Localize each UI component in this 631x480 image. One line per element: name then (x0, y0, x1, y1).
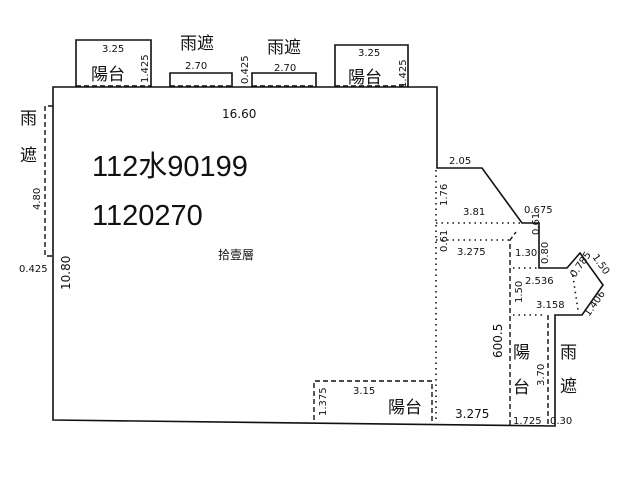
dim-label: 1.725 (513, 416, 542, 427)
dim-label: 0.785 (568, 250, 593, 280)
dim-label: 10.80 (59, 256, 73, 290)
dim-label: 3.275 (457, 247, 486, 258)
dim-label: 3.81 (463, 207, 485, 218)
balcony-right (509, 231, 517, 425)
dim-label: 2.70 (185, 61, 207, 72)
dim-label: 1.50 (590, 252, 612, 277)
balcony-label-1: 陽 (513, 343, 530, 363)
rain-shelter-label: 遮 (20, 146, 37, 166)
dim-label: 600.5 (491, 324, 505, 358)
floor-label: 拾壹層 (218, 247, 254, 262)
dim-label: 0.425 (19, 264, 48, 275)
dim-label: 1.425 (398, 59, 409, 88)
rain-shelter-label: 雨遮 (267, 38, 301, 58)
dim-label: 2.70 (274, 63, 296, 74)
dim-label: 0.675 (524, 205, 553, 216)
dim-label: 0.30 (550, 416, 572, 427)
dim-label: 0.61 (439, 230, 450, 252)
dim-label: 0.80 (540, 242, 551, 264)
dim-label: 1.76 (439, 184, 450, 206)
rain-shelter-top-2 (251, 72, 317, 87)
balcony-bottom (313, 380, 433, 421)
dim-label: 0.425 (240, 55, 251, 84)
rain-shelter-label: 雨 (560, 343, 577, 363)
rain-shelter-label: 雨 (20, 109, 37, 129)
dim-label: 4.80 (32, 188, 43, 210)
balcony-label: 陽台 (91, 65, 125, 85)
dim-label: 1.50 (514, 281, 525, 303)
dim-label: 3.25 (358, 48, 380, 59)
balcony-top-right (334, 44, 409, 87)
balcony-label: 陽台 (348, 68, 382, 88)
permit-number: 112水90199 (92, 150, 248, 183)
dim-label: 1.425 (140, 54, 151, 83)
dim-label: 0.61 (531, 213, 542, 235)
dim-label: 2.536 (525, 276, 554, 287)
dim-label: 3.70 (536, 364, 547, 386)
rain-shelter-top-1 (169, 72, 233, 87)
dim-label: 2.05 (449, 156, 471, 167)
balcony-top-left (75, 39, 152, 87)
dim-label: 1.406 (582, 289, 607, 319)
dim-label: 3.275 (455, 407, 489, 421)
dim-label: 1.30 (515, 248, 537, 259)
dim-label: 3.158 (536, 300, 565, 311)
rain-shelter-left (44, 105, 53, 257)
main-outline (52, 86, 604, 427)
dim-label: 3.25 (102, 44, 124, 55)
rain-shelter-label: 遮 (560, 377, 577, 397)
dim-label: 16.60 (222, 107, 256, 121)
rain-shelter-label: 雨遮 (180, 34, 214, 54)
balcony-label-2: 台 (513, 378, 530, 398)
serial-number: 1120270 (92, 200, 203, 232)
dim-label: 1.375 (318, 387, 329, 416)
dotted-line (571, 269, 579, 311)
balcony-label: 陽台 (388, 398, 422, 418)
dim-label: 3.15 (353, 386, 375, 397)
